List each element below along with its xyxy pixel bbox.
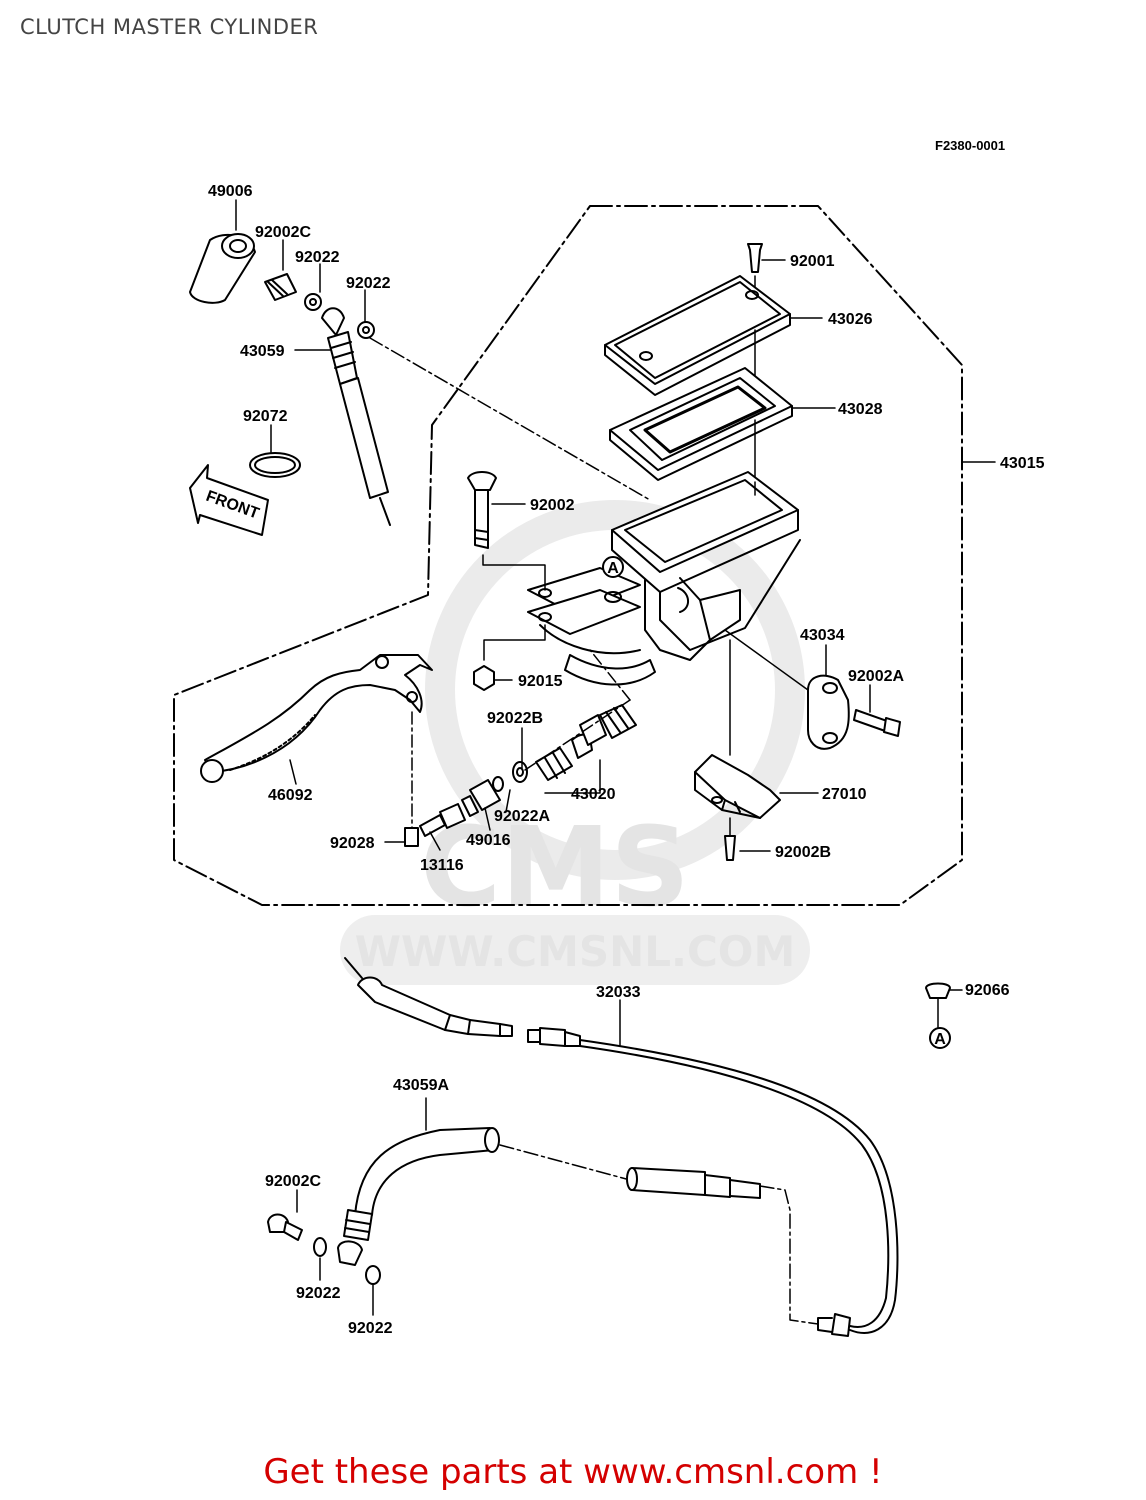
- part-46092: 46092: [268, 787, 313, 804]
- ref-label-a-bottom: A: [934, 1031, 946, 1048]
- part-labels: 49006 92002C 92022 92022 43059 92072 920…: [208, 183, 1045, 1337]
- ref-circle-a-top: [602, 556, 624, 578]
- part-43034: 43034: [800, 627, 845, 644]
- part-43020: 43020: [571, 786, 616, 803]
- part-92002c-top: 92002C: [255, 224, 311, 241]
- screw-switch: [724, 835, 736, 861]
- bolt-clamp-holder: [853, 709, 901, 737]
- bleeder-cap: [925, 982, 963, 1029]
- part-43026: 43026: [828, 311, 873, 328]
- watermark: CMS WWW.CMSNL.COM: [340, 500, 810, 985]
- front-arrow: [189, 464, 269, 536]
- washer-top-a: [304, 293, 322, 311]
- part-92002a-right: 92002A: [848, 668, 904, 685]
- part-32033: 32033: [596, 984, 641, 1001]
- bolt-clamp: [467, 471, 497, 549]
- part-92028: 92028: [330, 835, 375, 852]
- ring-clip: [249, 452, 301, 478]
- rubber-cap: [189, 233, 256, 304]
- nut-clamp: [473, 665, 495, 691]
- piston-assembly: [419, 704, 637, 837]
- part-92002b: 92002B: [775, 844, 831, 861]
- part-43028: 43028: [838, 401, 883, 418]
- ref-circle-a-bottom: [929, 1027, 951, 1049]
- part-92002: 92002: [530, 497, 575, 514]
- clamp-holder: [807, 674, 850, 750]
- page-title: CLUTCH MASTER CYLINDER: [20, 15, 319, 39]
- part-27010: 27010: [822, 786, 867, 803]
- banjo-bolt-top: [264, 273, 297, 301]
- leader-lines: [235, 199, 871, 852]
- master-cylinder-body: [527, 471, 801, 686]
- part-92002c-bot: 92002C: [265, 1173, 321, 1190]
- part-43059a: 43059A: [393, 1077, 449, 1094]
- part-43015: 43015: [1000, 455, 1045, 472]
- clutch-switch: [694, 754, 781, 819]
- part-92072: 92072: [243, 408, 288, 425]
- part-92022b: 92022B: [487, 710, 543, 727]
- part-92015: 92015: [518, 673, 563, 690]
- part-92022-bot-b: 92022: [348, 1320, 393, 1337]
- watermark-brand: CMS: [420, 803, 689, 931]
- pin-lever: [404, 827, 419, 847]
- part-49016: 49016: [466, 832, 511, 849]
- clutch-hose-lower: [344, 957, 899, 1337]
- washer-top-b: [357, 321, 375, 339]
- washer-lower-b: [365, 1265, 381, 1285]
- part-92022-top-b: 92022: [346, 275, 391, 292]
- diagram-code: F2380-0001: [935, 138, 1005, 153]
- diaphragm: [609, 367, 793, 481]
- hose-top: [321, 307, 391, 526]
- part-92022-top-a: 92022: [295, 249, 340, 266]
- footer-link[interactable]: Get these parts at www.cmsnl.com !: [263, 1452, 883, 1492]
- part-92022-bot-a: 92022: [296, 1285, 341, 1302]
- part-92066: 92066: [965, 982, 1010, 999]
- reservoir-cover: [604, 275, 791, 396]
- part-92001: 92001: [790, 253, 835, 270]
- clutch-lever: [200, 654, 433, 783]
- ref-label-a-top: A: [607, 560, 619, 577]
- part-13116: 13116: [420, 857, 464, 874]
- hose-lower: [337, 1127, 819, 1325]
- banjo-bolt-lower: [267, 1213, 303, 1241]
- assembly-outline: [173, 205, 963, 906]
- part-92022a: 92022A: [494, 808, 550, 825]
- screw-cover: [747, 243, 763, 273]
- part-49006: 49006: [208, 183, 253, 200]
- washer-lower-a: [313, 1237, 327, 1257]
- watermark-url: WWW.CMSNL.COM: [355, 927, 796, 976]
- part-43059: 43059: [240, 343, 285, 360]
